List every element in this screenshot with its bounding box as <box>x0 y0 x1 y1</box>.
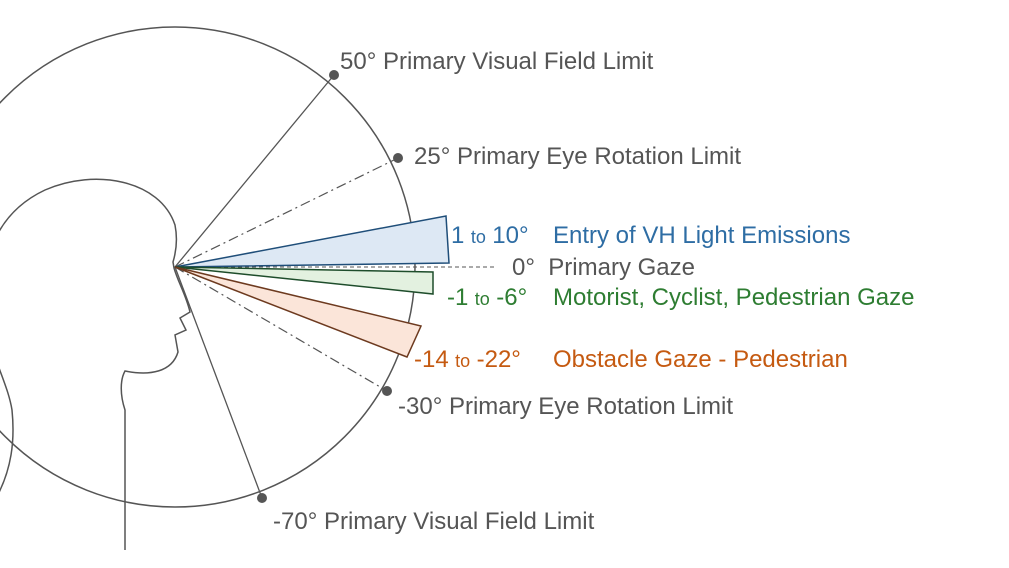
eye-rotation-lower-label: -30° Primary Eye Rotation Limit <box>398 393 733 420</box>
head-silhouette <box>0 178 191 550</box>
road-users-range-from: -1 <box>447 284 468 311</box>
visual-field-upper-label: 50° Primary Visual Field Limit <box>340 48 654 75</box>
visual-field-marker-lower <box>257 493 267 503</box>
vh-light-range-label: 1 to 10° <box>451 222 529 249</box>
vh-light-range-to: 10° <box>492 222 528 249</box>
vh-light-range-to-word: to <box>471 227 486 247</box>
eye-rotation-line-upper <box>174 157 399 268</box>
vh-light-band <box>174 215 450 268</box>
road-users-band <box>174 266 434 295</box>
eye-rotation-line-lower <box>174 266 388 392</box>
road-users-range-label: -1 to -6° <box>447 284 527 311</box>
visual-field-line-upper <box>174 74 335 268</box>
visual-field-lower-label: -70° Primary Visual Field Limit <box>273 508 595 535</box>
eye-rotation-marker-upper <box>393 153 403 163</box>
obstacle-range-to: -22° <box>477 346 521 373</box>
road-users-range-to-word: to <box>475 289 490 309</box>
road-users-range-to: -6° <box>496 284 527 311</box>
primary-gaze-label: 0° Primary Gaze <box>512 254 695 281</box>
eye-rotation-marker-lower <box>382 386 392 396</box>
obstacle-band-label: Obstacle Gaze - Pedestrian <box>553 346 848 373</box>
road-users-band-label: Motorist, Cyclist, Pedestrian Gaze <box>553 284 914 311</box>
eye-rotation-upper-label: 25° Primary Eye Rotation Limit <box>414 143 741 170</box>
obstacle-band <box>174 266 423 358</box>
vh-light-range-from: 1 <box>451 222 464 249</box>
obstacle-range-label: -14 to -22° <box>414 346 521 373</box>
obstacle-range-to-word: to <box>455 351 470 371</box>
visual-field-marker-upper <box>329 70 339 80</box>
vh-light-band-label: Entry of VH Light Emissions <box>553 222 850 249</box>
visual-field-line-lower <box>174 266 263 499</box>
obstacle-range-from: -14 <box>414 346 449 373</box>
